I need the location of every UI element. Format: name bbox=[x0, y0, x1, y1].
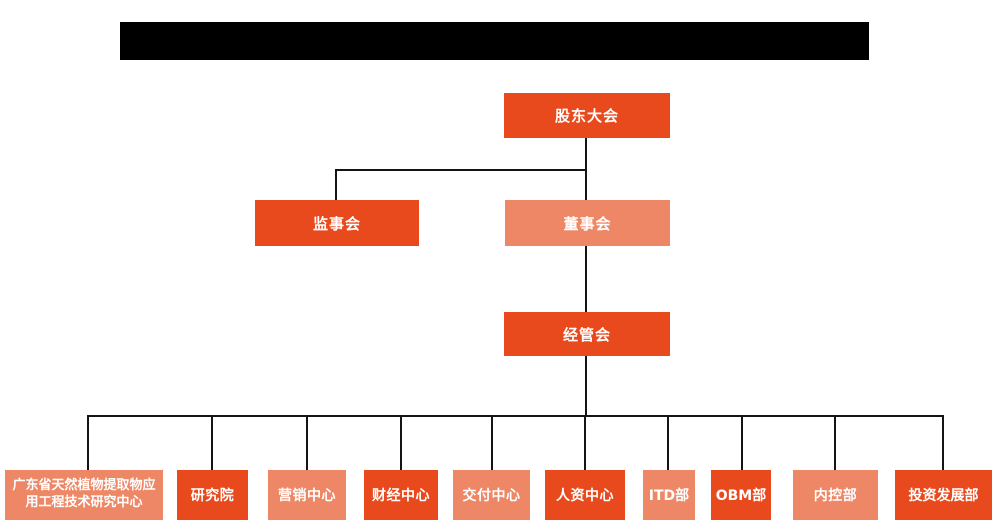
connector-drop-finance-center bbox=[400, 415, 402, 470]
org-node-dept-research-center: 广东省天然植物提取物应用工程技术研究中心 bbox=[5, 470, 163, 520]
org-node-dept-itd: ITD部 bbox=[643, 470, 695, 520]
org-node-dept-obm: OBM部 bbox=[711, 470, 771, 520]
org-node-label: 财经中心 bbox=[372, 488, 430, 504]
org-node-label: 营销中心 bbox=[278, 488, 336, 504]
org-node-label: 内控部 bbox=[813, 488, 858, 504]
connector-drop-research-institute bbox=[211, 415, 213, 470]
connector-board-to-management bbox=[585, 246, 587, 312]
connector-drop-obm bbox=[741, 415, 743, 470]
org-node-dept-hr-center: 人资中心 bbox=[545, 470, 625, 520]
org-node-dept-research-institute: 研究院 bbox=[177, 470, 248, 520]
connector-level2-horizontal bbox=[335, 169, 587, 171]
connector-drop-investment-development bbox=[942, 415, 944, 470]
org-node-label: OBM部 bbox=[715, 488, 767, 504]
org-node-dept-investment-development: 投资发展部 bbox=[895, 470, 992, 520]
connector-supervisory-drop bbox=[335, 169, 337, 200]
connector-drop-delivery-center bbox=[491, 415, 493, 470]
org-node-supervisory-board: 监事会 bbox=[255, 200, 419, 246]
connector-drop-itd bbox=[667, 415, 669, 470]
org-node-label: 投资发展部 bbox=[908, 488, 979, 504]
connector-drop-marketing-center bbox=[306, 415, 308, 470]
org-node-dept-delivery-center: 交付中心 bbox=[453, 470, 530, 520]
org-node-management-committee: 经管会 bbox=[504, 312, 670, 356]
org-node-dept-internal-control: 内控部 bbox=[793, 470, 878, 520]
org-node-dept-finance-center: 财经中心 bbox=[364, 470, 438, 520]
org-node-label: 人资中心 bbox=[556, 488, 614, 504]
org-node-label: 董事会 bbox=[563, 214, 612, 233]
org-node-label: 监事会 bbox=[312, 214, 361, 233]
connector-drop-hr-center bbox=[584, 415, 586, 470]
org-node-label: 研究院 bbox=[190, 488, 235, 504]
org-node-shareholders-meeting: 股东大会 bbox=[504, 93, 670, 138]
org-node-label: 交付中心 bbox=[462, 488, 521, 504]
org-node-label: 经管会 bbox=[562, 325, 611, 344]
org-node-board-of-directors: 董事会 bbox=[505, 200, 670, 246]
org-node-label: 股东大会 bbox=[554, 107, 619, 125]
connector-drop-internal-control bbox=[834, 415, 836, 470]
connector-departments-horizontal bbox=[87, 415, 944, 417]
connector-drop-research-center bbox=[87, 415, 89, 470]
org-node-label: 广东省天然植物提取物应用工程技术研究中心 bbox=[12, 478, 156, 510]
connector-management-down bbox=[585, 356, 587, 417]
redacted-title-bar bbox=[120, 22, 869, 60]
org-node-dept-marketing-center: 营销中心 bbox=[268, 470, 346, 520]
org-node-label: ITD部 bbox=[648, 488, 690, 504]
